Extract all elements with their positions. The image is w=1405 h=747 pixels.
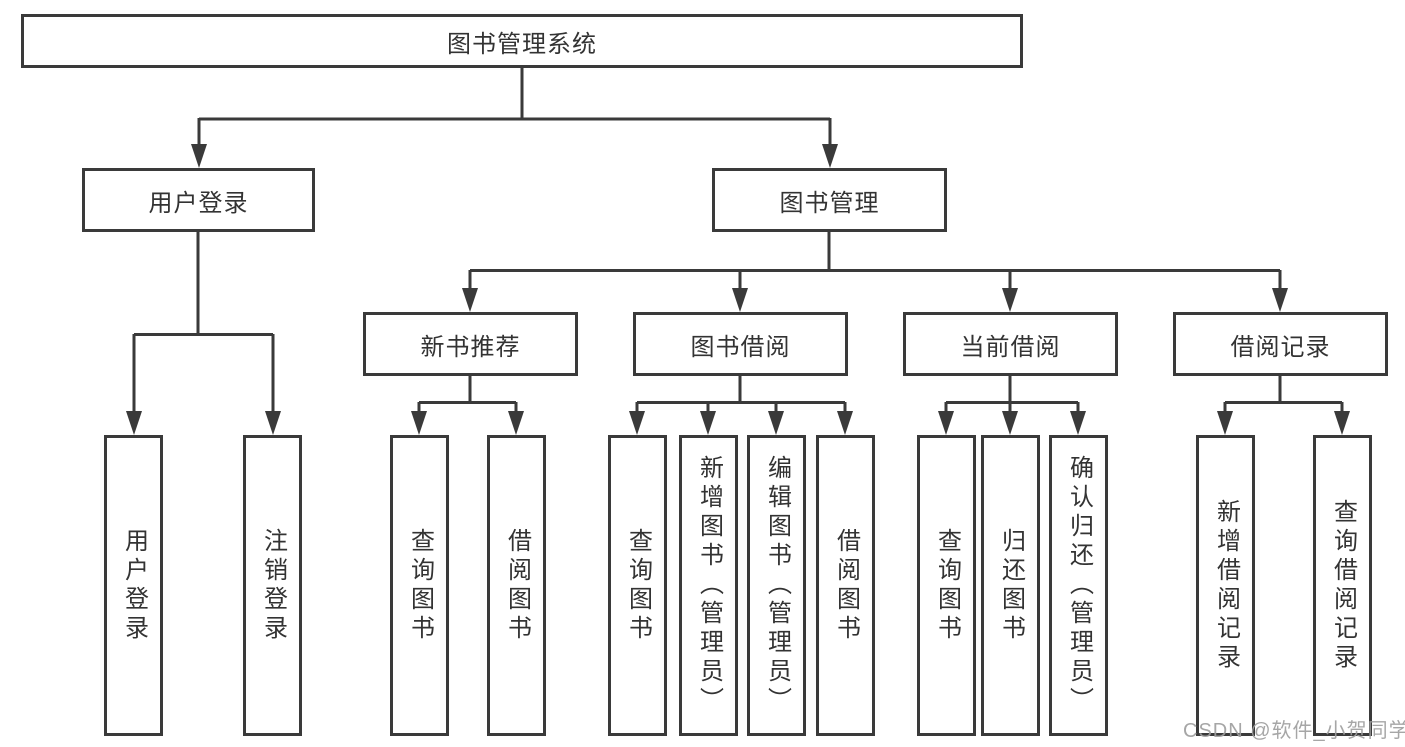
leaf-label: 查询图书 <box>624 527 652 644</box>
leaf-label: 借阅图书 <box>503 527 531 644</box>
node-current-borrowing: 当前借阅 <box>903 312 1118 376</box>
node-borrowing-records: 借阅记录 <box>1173 312 1388 376</box>
leaf-add-books-admin: 新增图书（管理员） <box>679 435 738 736</box>
node-new-book-recommend: 新书推荐 <box>363 312 578 376</box>
leaf-label: 借阅图书 <box>832 527 860 644</box>
leaf-borrow-query-books: 查询图书 <box>608 435 667 736</box>
leaf-return-books: 归还图书 <box>981 435 1040 736</box>
leaf-label: 查询图书 <box>406 527 434 644</box>
leaf-borrow-books: 借阅图书 <box>816 435 875 736</box>
leaf-add-borrow-record: 新增借阅记录 <box>1196 435 1255 736</box>
leaf-recommend-query-books: 查询图书 <box>390 435 449 736</box>
arrowheads <box>126 144 1350 435</box>
csdn-watermark: CSDN @软件_小贺同学 <box>1183 720 1405 742</box>
node-user-login: 用户登录 <box>82 168 315 232</box>
node-book-management: 图书管理 <box>712 168 947 232</box>
leaf-label: 新增图书（管理员） <box>695 455 723 716</box>
node-book-borrowing: 图书借阅 <box>633 312 848 376</box>
leaf-confirm-return-admin: 确认归还（管理员） <box>1049 435 1108 736</box>
leaf-current-query-books: 查询图书 <box>917 435 976 736</box>
leaf-label: 查询借阅记录 <box>1329 498 1357 673</box>
leaf-label: 查询图书 <box>933 527 961 644</box>
leaf-label: 新增借阅记录 <box>1212 498 1240 673</box>
leaf-edit-books-admin: 编辑图书（管理员） <box>747 435 806 736</box>
leaf-recommend-borrow-books: 借阅图书 <box>487 435 546 736</box>
leaf-label: 注销登录 <box>259 527 287 644</box>
leaf-label: 确认归还（管理员） <box>1065 455 1093 716</box>
leaf-user-login: 用户登录 <box>104 435 163 736</box>
leaf-label: 归还图书 <box>997 527 1025 644</box>
leaf-logout: 注销登录 <box>243 435 302 736</box>
leaf-query-borrow-record: 查询借阅记录 <box>1313 435 1372 736</box>
leaf-label: 编辑图书（管理员） <box>763 455 791 716</box>
node-library-management-system: 图书管理系统 <box>21 14 1023 68</box>
leaf-label: 用户登录 <box>120 527 148 644</box>
